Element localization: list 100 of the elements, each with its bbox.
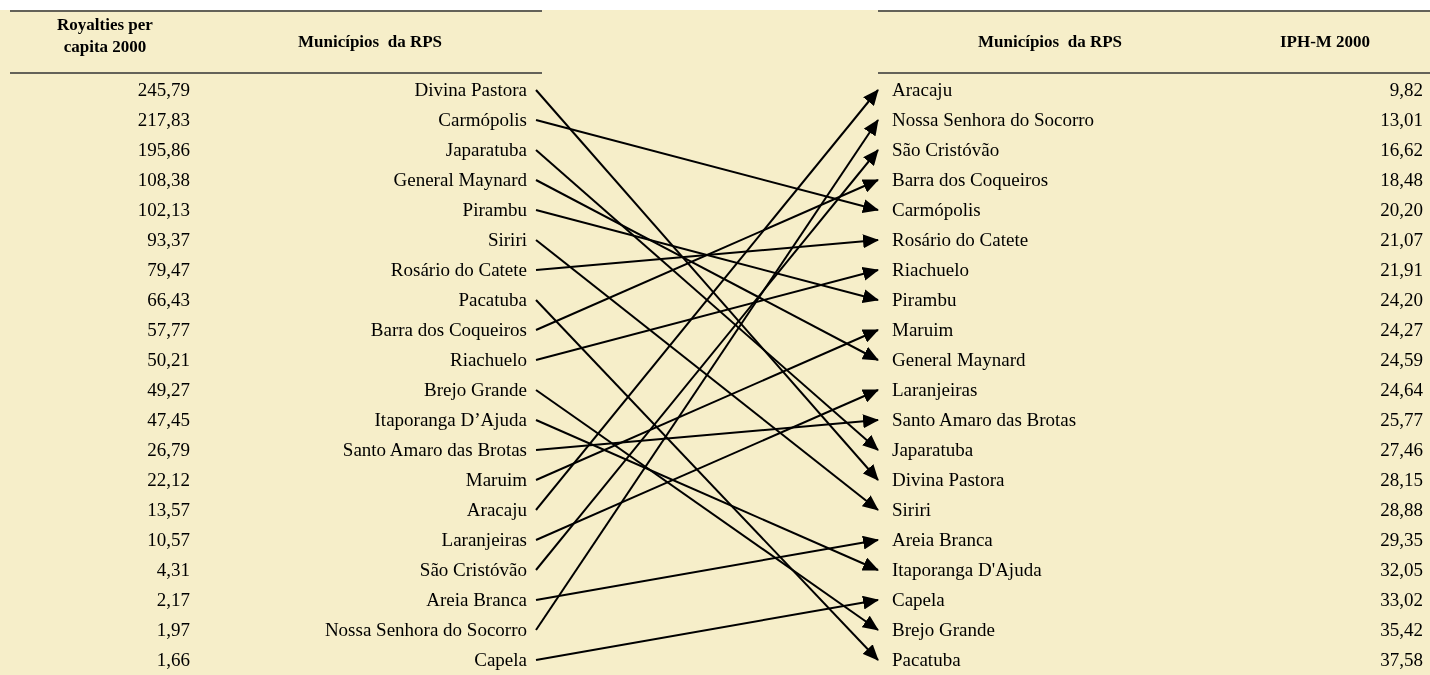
municipality-name: Itaporanga D’Ajuda: [374, 408, 536, 432]
municipality-name: Nossa Senhora do Socorro: [324, 618, 536, 642]
municipality-name: Riachuelo: [449, 348, 536, 372]
municipality-name: Itaporanga D'Ajuda: [878, 558, 1042, 582]
municipality-name: Carmópolis: [438, 108, 536, 132]
arrow: [535, 149, 879, 451]
municipality-name: Laranjeiras: [878, 378, 978, 402]
table-value: 25,77: [1379, 408, 1423, 432]
table-value: 24,64: [1379, 378, 1423, 402]
column-header: Municípios da RPS: [976, 31, 1124, 53]
table-value: 1,66: [155, 648, 190, 672]
municipality-name: Rosário do Catete: [390, 258, 536, 282]
arrow: [535, 234, 879, 271]
municipality-name: Rosário do Catete: [878, 228, 1029, 252]
municipality-name: Santo Amaro das Brotas: [878, 408, 1077, 432]
arrow: [535, 179, 879, 331]
table-value: 57,77: [146, 318, 190, 342]
municipality-name: Maruim: [465, 468, 536, 492]
column-header: Royalties per capita 2000: [56, 14, 154, 58]
table-value: 4,31: [155, 558, 190, 582]
table-value: 28,15: [1379, 468, 1423, 492]
table-value: 21,07: [1379, 228, 1423, 252]
table-value: 93,37: [146, 228, 190, 252]
table-value: 26,79: [146, 438, 190, 462]
municipality-name: Pacatuba: [458, 288, 536, 312]
table-value: 13,57: [146, 498, 190, 522]
municipality-name: Barra dos Coqueiros: [370, 318, 536, 342]
table-value: 24,20: [1379, 288, 1423, 312]
arrow: [535, 414, 879, 451]
table-value: 49,27: [146, 378, 190, 402]
table-value: 24,59: [1379, 348, 1423, 372]
column-header: IPH-M 2000: [1278, 31, 1372, 53]
arrow: [535, 389, 879, 631]
municipality-name: Areia Branca: [878, 528, 993, 552]
table-value: 10,57: [146, 528, 190, 552]
arrow: [535, 329, 879, 481]
table-value: 2,17: [155, 588, 190, 612]
municipality-name: Pirambu: [878, 288, 957, 312]
municipality-name: Areia Branca: [426, 588, 536, 612]
table-value: 37,58: [1379, 648, 1423, 672]
municipality-name: Brejo Grande: [424, 378, 536, 402]
municipality-name: São Cristóvão: [419, 558, 536, 582]
table-value: 217,83: [136, 108, 190, 132]
arrow: [535, 209, 879, 303]
municipality-name: General Maynard: [393, 168, 536, 192]
table-value: 50,21: [146, 348, 190, 372]
table-value: 195,86: [136, 138, 190, 162]
table-value: 28,88: [1379, 498, 1423, 522]
arrow: [535, 595, 879, 661]
municipality-name: General Maynard: [878, 348, 1026, 372]
table-value: 24,27: [1379, 318, 1423, 342]
arrow: [535, 389, 879, 541]
table-value: 18,48: [1379, 168, 1423, 192]
municipality-name: Barra dos Coqueiros: [878, 168, 1049, 192]
municipality-name: Pirambu: [462, 198, 536, 222]
municipality-name: Santo Amaro das Brotas: [342, 438, 536, 462]
table-value: 1,97: [155, 618, 190, 642]
table-value: 20,20: [1379, 198, 1423, 222]
table-value: 29,35: [1379, 528, 1423, 552]
municipality-name: Brejo Grande: [878, 618, 995, 642]
column-header: Municípios da RPS: [296, 31, 444, 53]
municipality-name: Divina Pastora: [414, 78, 536, 102]
municipality-name: Siriri: [487, 228, 536, 252]
table-value: 33,02: [1379, 588, 1423, 612]
table-value: 102,13: [136, 198, 190, 222]
table-value: 21,91: [1379, 258, 1423, 282]
table-value: 79,47: [146, 258, 190, 282]
municipality-name: Nossa Senhora do Socorro: [878, 108, 1095, 132]
table-value: 16,62: [1379, 138, 1423, 162]
arrow: [535, 119, 879, 213]
municipality-name: Riachuelo: [878, 258, 970, 282]
arrow: [535, 149, 879, 571]
municipality-name: Carmópolis: [878, 198, 981, 222]
table-value: 108,38: [136, 168, 190, 192]
arrow: [535, 179, 879, 361]
municipality-name: São Cristóvão: [878, 138, 1000, 162]
table-value: 245,79: [136, 78, 190, 102]
arrow: [535, 267, 879, 361]
municipality-name: Aracaju: [466, 498, 536, 522]
municipality-name: Capela: [878, 588, 945, 612]
municipality-name: Pacatuba: [878, 648, 961, 672]
municipality-name: Laranjeiras: [441, 528, 536, 552]
table-value: 22,12: [146, 468, 190, 492]
table-value: 66,43: [146, 288, 190, 312]
arrow: [535, 535, 879, 601]
table-value: 27,46: [1379, 438, 1423, 462]
table-value: 13,01: [1379, 108, 1423, 132]
table-value: 35,42: [1379, 618, 1423, 642]
municipality-name: Siriri: [878, 498, 932, 522]
table-value: 32,05: [1379, 558, 1423, 582]
arrow: [535, 299, 879, 661]
municipality-name: Japaratuba: [445, 138, 536, 162]
municipality-name: Maruim: [878, 318, 954, 342]
municipality-name: Capela: [474, 648, 536, 672]
arrow: [535, 419, 879, 571]
municipality-name: Aracaju: [878, 78, 953, 102]
municipality-name: Japaratuba: [878, 438, 974, 462]
table-value: 47,45: [146, 408, 190, 432]
table-value: 9,82: [1388, 78, 1423, 102]
municipality-name: Divina Pastora: [878, 468, 1005, 492]
